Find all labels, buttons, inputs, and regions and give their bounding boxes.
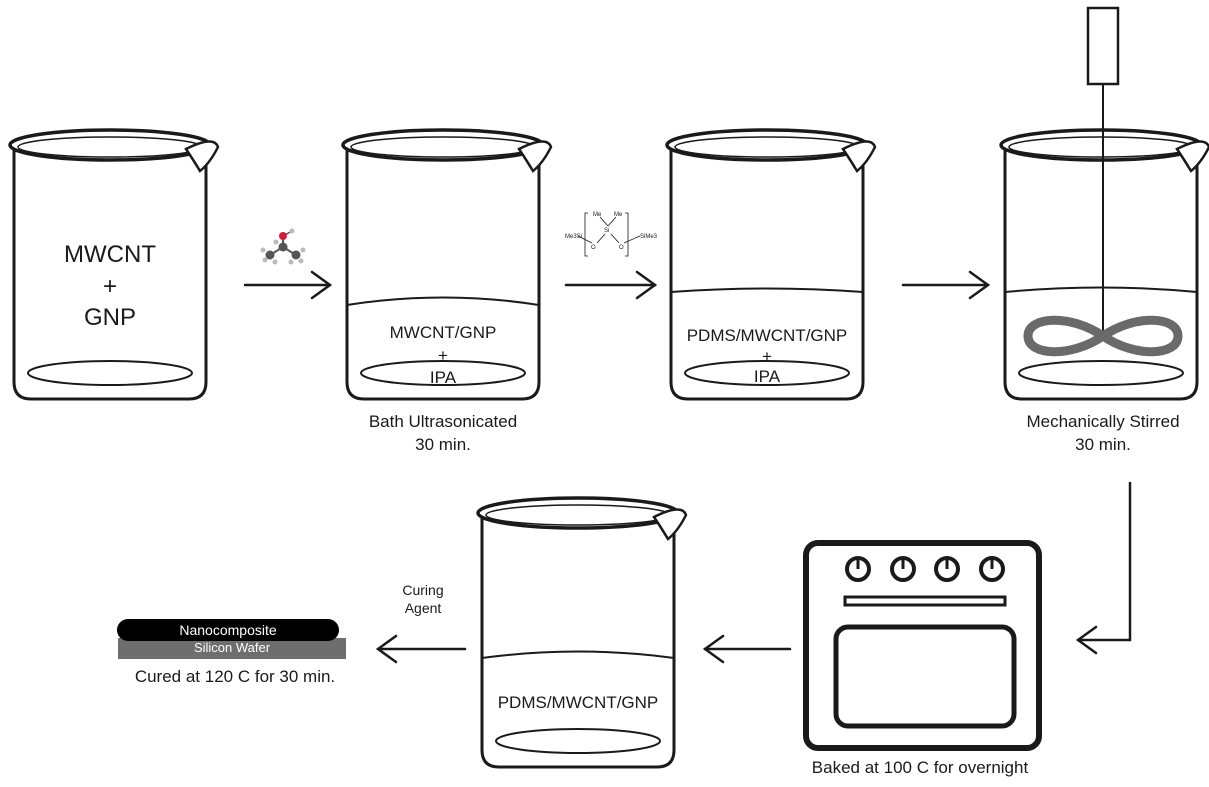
oven-knob — [979, 556, 1005, 582]
beaker-1-line-1: MWCNT — [64, 241, 156, 268]
beaker-2-line-3: IPA — [429, 368, 457, 388]
pdms-structure-icon: Me3Si Me Me Si O O SiMe3 — [565, 212, 658, 257]
arrow-3 — [901, 270, 991, 300]
beaker-3-label: PDMS/MWCNT/GNP + IPA — [682, 326, 852, 387]
oven-knob — [890, 556, 916, 582]
beaker-5-line-1: PDMS/MWCNT/GNP — [497, 693, 659, 712]
nanocomposite-label: Nanocomposite — [179, 622, 277, 638]
arrow-elbow — [1075, 481, 1132, 655]
beaker-1-label: MWCNT + GNP — [60, 241, 160, 332]
caption-stirred-line-2: 30 min. — [1075, 434, 1131, 454]
beaker-5 — [476, 496, 688, 769]
stirrer-blade — [1023, 315, 1183, 357]
liquid-line — [670, 287, 864, 293]
beaker-2-line-1: MWCNT/GNP — [389, 323, 497, 342]
beaker-4 — [999, 128, 1209, 401]
arrow-4 — [702, 634, 792, 664]
arrow-5 — [375, 634, 467, 664]
ipa-molecule-icon — [260, 228, 306, 265]
silicon-wafer-layer — [118, 638, 346, 659]
oven-window — [833, 624, 1017, 729]
arrow-2 — [564, 270, 658, 300]
beaker-3-line-1: PDMS/MWCNT/GNP — [686, 326, 848, 345]
pdms-label: Me — [614, 212, 623, 218]
beaker-5-label: PDMS/MWCNT/GNP — [493, 693, 663, 713]
wafer-stack — [117, 619, 346, 659]
beaker-1-line-3: GNP — [83, 304, 136, 332]
beaker-2-label: MWCNT/GNP + IPA — [373, 323, 513, 388]
pdms-label: SiMe3 — [640, 234, 658, 240]
caption-curing-agent-line-1: Curing — [402, 582, 444, 598]
caption-baked: Baked at 100 C for overnight — [811, 758, 1029, 777]
beaker-2-line-2: + — [438, 345, 448, 365]
oven-handle — [843, 595, 1007, 607]
liquid-line — [481, 650, 675, 659]
caption-ultrasonicated: Bath Ultrasonicated 30 min. — [343, 412, 543, 454]
beaker-3 — [665, 128, 877, 401]
oven-knob — [845, 556, 871, 582]
pdms-label: O — [619, 245, 624, 251]
oven — [803, 540, 1042, 751]
beaker-3-line-3: IPA — [753, 367, 781, 387]
beaker-1-line-2: + — [102, 272, 117, 300]
liquid-line — [1004, 286, 1198, 293]
pdms-label: Me — [593, 212, 602, 218]
silicon-wafer-label: Silicon Wafer — [193, 640, 271, 655]
caption-ultrasonicated-line-2: 30 min. — [415, 434, 471, 454]
beaker-2 — [341, 128, 553, 401]
caption-stirred: Mechanically Stirred 30 min. — [1003, 412, 1203, 454]
pdms-label: Me3Si — [565, 234, 582, 240]
arrow-1 — [243, 270, 333, 300]
stirrer-motor — [1086, 6, 1120, 86]
liquid-line — [346, 296, 540, 306]
caption-stirred-line-1: Mechanically Stirred — [1026, 412, 1180, 431]
caption-curing-agent-line-2: Agent — [404, 600, 442, 617]
pdms-label: Si — [604, 228, 609, 234]
caption-cured: Cured at 120 C for 30 min. — [134, 667, 336, 686]
oven-knob — [934, 556, 960, 582]
nanocomposite-layer — [117, 619, 339, 641]
pdms-label: O — [591, 245, 596, 251]
beaker-3-line-2: + — [762, 346, 772, 366]
caption-ultrasonicated-line-1: Bath Ultrasonicated — [368, 412, 518, 431]
caption-curing-agent: Curing Agent — [388, 582, 458, 616]
